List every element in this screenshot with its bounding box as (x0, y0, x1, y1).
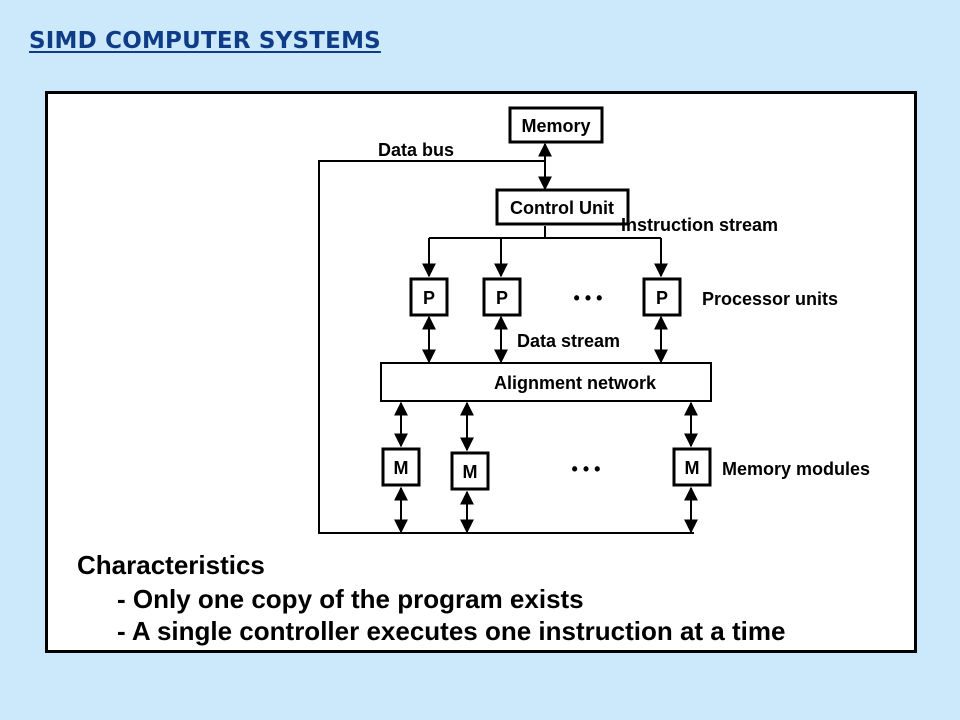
data-stream-label: Data stream (517, 331, 620, 351)
alignment-network-label: Alignment network (494, 373, 657, 393)
memory-module-label: M (394, 458, 409, 478)
processor-units-label: Processor units (702, 289, 838, 309)
memory-module-label: M (685, 458, 700, 478)
processor-box (642, 277, 682, 317)
processor-label: P (423, 288, 435, 308)
memory-box (508, 106, 604, 144)
memory-module-ellipsis: • • • (572, 459, 601, 479)
control-unit-label: Control Unit (510, 198, 614, 218)
instruction-stream-label: Instruction stream (621, 215, 778, 235)
memory-label: Memory (521, 116, 590, 136)
processor-ellipsis: • • • (574, 288, 603, 308)
data-bus-label: Data bus (378, 140, 454, 160)
processor-box (482, 277, 522, 317)
memory-module-label: M (463, 462, 478, 482)
memory-module-box (672, 447, 712, 487)
memory-module-box (381, 447, 421, 487)
simd-diagram: Memory Data bus Control Unit Instruction… (77, 106, 870, 646)
memory-module-box (450, 451, 490, 491)
data-bus-line (318, 160, 694, 534)
characteristics-item: - Only one copy of the program exists (117, 584, 584, 614)
control-unit-box (495, 188, 630, 226)
processor-box (409, 277, 449, 317)
figure-frame: Memory Data bus Control Unit Instruction… (45, 91, 917, 653)
characteristics-item: - A single controller executes one instr… (117, 616, 785, 646)
page-title: SIMD COMPUTER SYSTEMS (29, 28, 381, 54)
processor-label: P (656, 288, 668, 308)
alignment-network-box (380, 362, 712, 402)
processor-label: P (496, 288, 508, 308)
characteristics-title: Characteristics (77, 550, 265, 580)
memory-modules-label: Memory modules (722, 459, 870, 479)
